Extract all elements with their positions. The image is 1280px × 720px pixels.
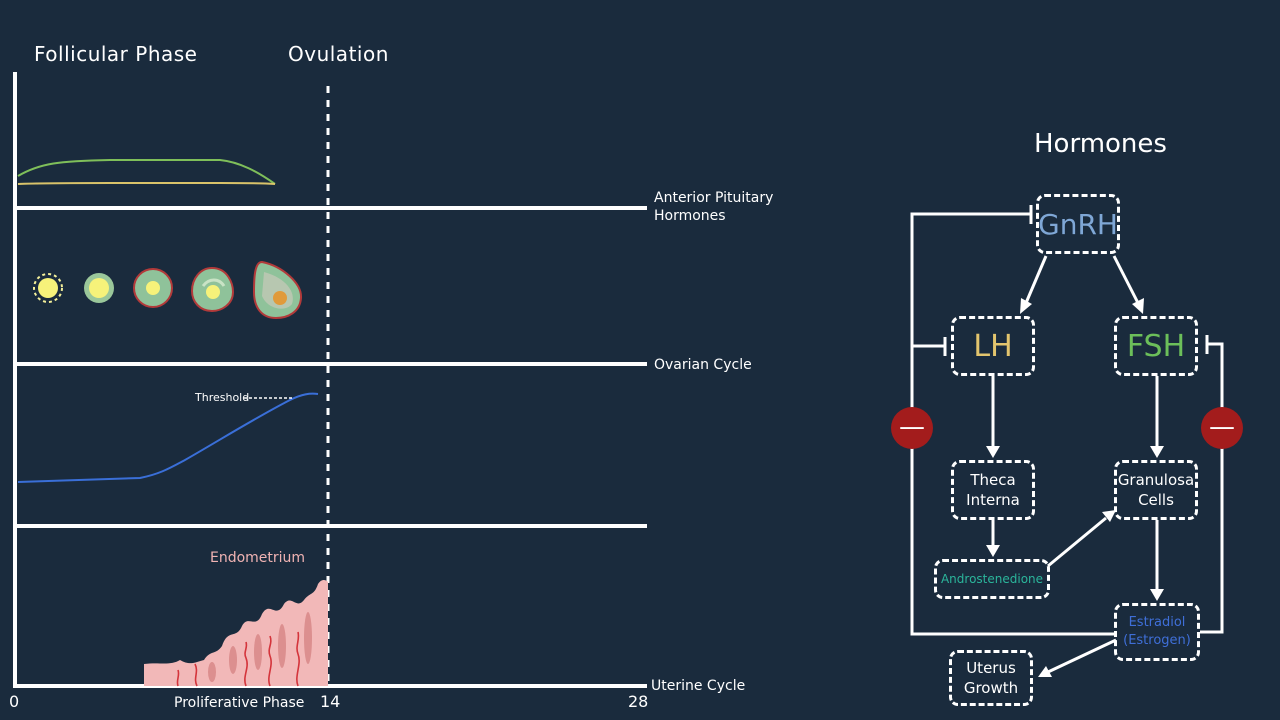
fsh-box: FSH — [1114, 316, 1198, 376]
day-14-tick: 14 — [320, 692, 341, 711]
estradiol-label-line1: Estradiol — [1128, 615, 1186, 630]
follicle-graafian — [252, 260, 303, 320]
hormones-title: Hormones — [1034, 129, 1167, 159]
threshold-label: Threshold — [195, 391, 250, 404]
androstenedione-box: Androstenedione — [934, 559, 1050, 599]
follicle-early-antral — [190, 266, 235, 313]
theca-interna-box: Theca Interna — [951, 460, 1035, 520]
uterus-growth-box: Uterus Growth — [949, 650, 1033, 706]
endometrium-label: Endometrium — [210, 550, 306, 566]
endometrium-spiral-arteries — [176, 631, 300, 687]
arrow-gnrh-to-lh — [1024, 255, 1048, 304]
left-negative-feedback-icon: — — [891, 407, 933, 449]
follicle-secondary — [133, 268, 173, 308]
right-negative-feedback-path — [1200, 342, 1224, 634]
anterior-pituitary-label-line2: Hormones — [654, 208, 726, 224]
arrow-estradiol-to-uterus — [1047, 638, 1117, 674]
day-28-tick: 28 — [628, 692, 649, 711]
uterus-label-line2: Growth — [963, 679, 1019, 697]
fsh-label: FSH — [1126, 328, 1186, 364]
estradiol-box: Estradiol (Estrogen) — [1114, 603, 1200, 661]
lh-box: LH — [951, 316, 1035, 376]
fsh-level-curve — [17, 159, 276, 185]
anterior-pituitary-label: Anterior Pituitary Hormones — [654, 189, 773, 225]
proliferative-phase-label: Proliferative Phase — [174, 695, 305, 711]
gnrh-label: GnRH — [1038, 207, 1118, 241]
anterior-pituitary-label-line1: Anterior Pituitary — [654, 190, 774, 206]
gnrh-box: GnRH — [1036, 194, 1120, 254]
theca-label-line1: Theca — [970, 471, 1016, 489]
hormone-flow-connectors — [910, 205, 1224, 674]
estradiol-label-line2: (Estrogen) — [1123, 633, 1191, 648]
follicle-primordial — [33, 273, 63, 303]
theca-label-line2: Interna — [966, 491, 1020, 509]
follicle-primary — [84, 273, 114, 303]
uterus-label-line1: Uterus — [966, 659, 1016, 677]
day-0-tick: 0 — [9, 692, 20, 711]
arrowheads — [986, 298, 1164, 677]
follicular-phase-label: Follicular Phase — [34, 42, 198, 66]
ovulation-label: Ovulation — [288, 42, 389, 66]
endometrium-tissue — [144, 580, 328, 686]
ovarian-cycle-label: Ovarian Cycle — [654, 357, 752, 373]
uterine-cycle-label: Uterine Cycle — [651, 678, 746, 694]
granulosa-label-line1: Granulosa — [1117, 471, 1195, 489]
arrow-gnrh-to-fsh — [1112, 255, 1140, 304]
granulosa-label-line2: Cells — [1138, 491, 1174, 509]
granulosa-cells-box: Granulosa Cells — [1114, 460, 1198, 520]
endometrium-glands — [208, 612, 312, 682]
arrow-androstenedione-to-granulosa — [1047, 516, 1107, 568]
right-negative-feedback-icon: — — [1201, 407, 1243, 449]
estrogen-level-curve — [17, 392, 319, 483]
lh-level-curve — [17, 182, 276, 185]
androstenedione-label: Androstenedione — [940, 572, 1044, 586]
lh-label: LH — [973, 328, 1013, 364]
